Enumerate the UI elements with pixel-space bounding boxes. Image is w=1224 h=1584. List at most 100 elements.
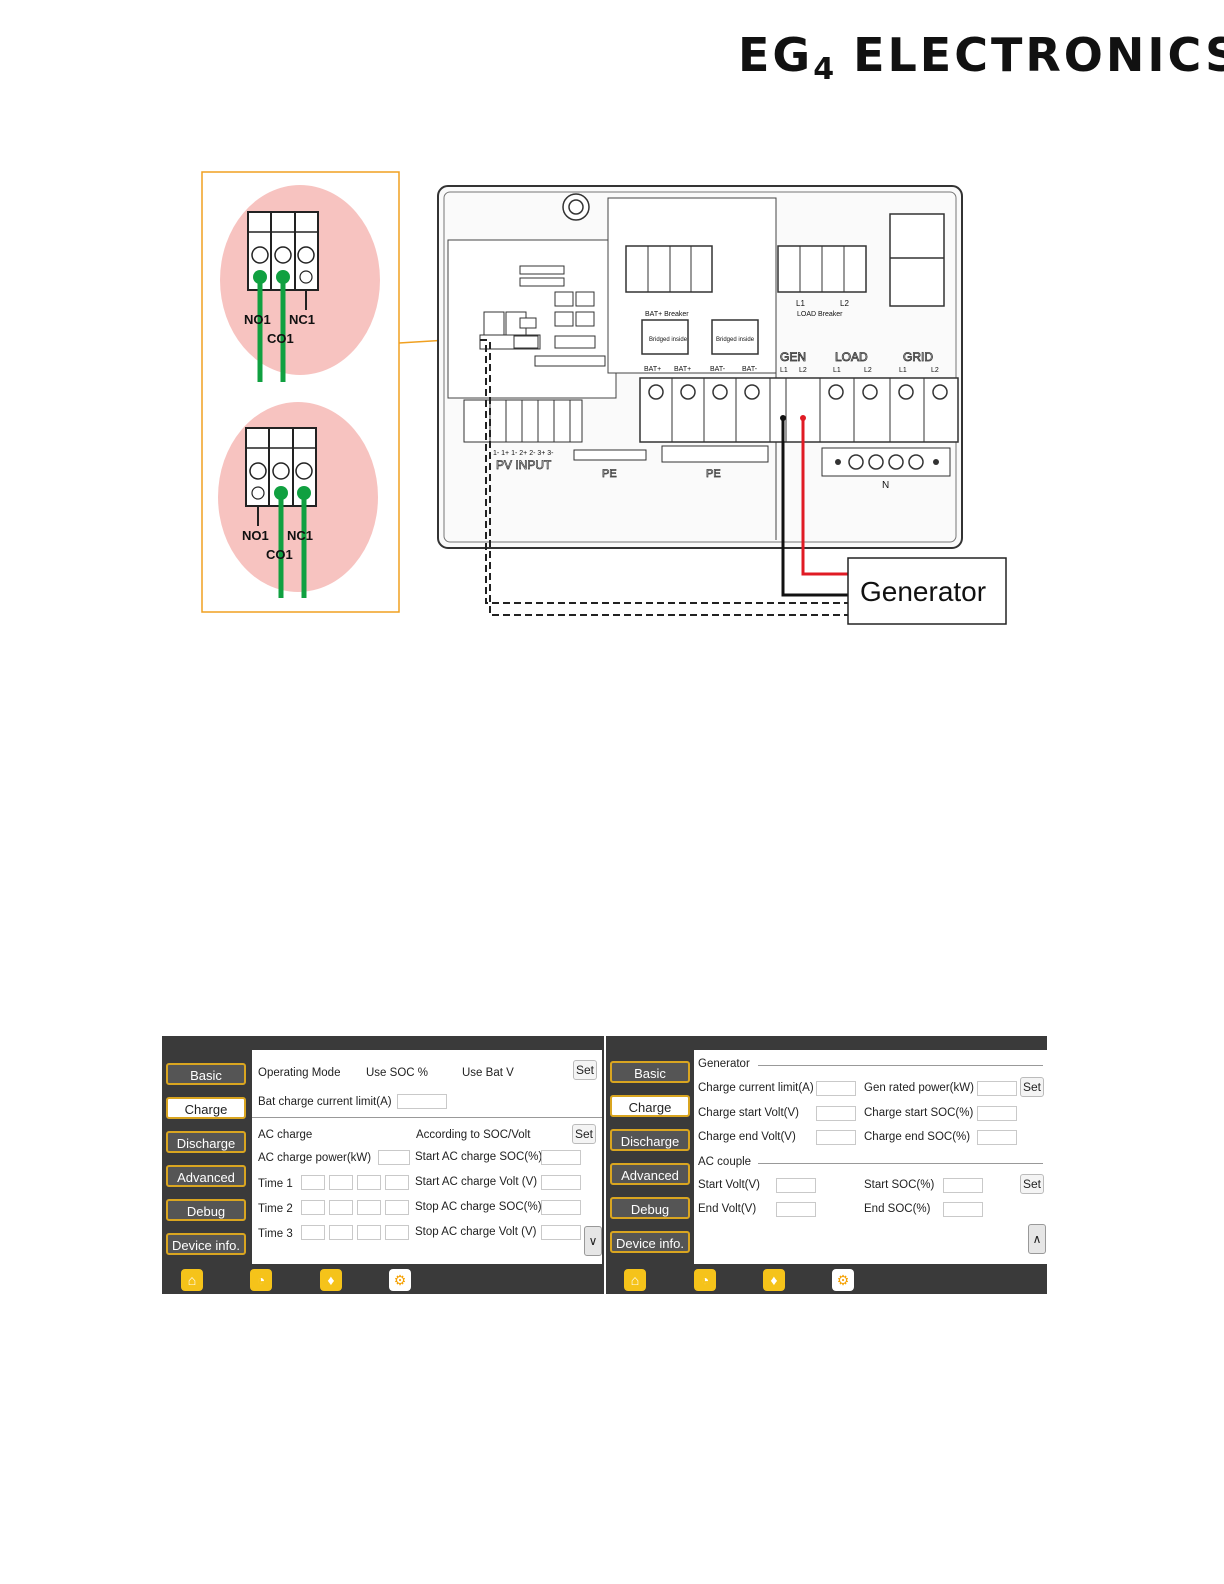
end-volt-label: End Volt(V) [698,1203,757,1215]
pie-chart-icon[interactable]: ◔ [694,1269,716,1291]
charge-current-limit-input[interactable] [816,1081,856,1096]
chevron-up-icon: ∧ [1032,1232,1042,1246]
start-soc-label: Start SOC(%) [864,1179,935,1191]
bat-charge-limit-label: Bat charge current limit(A) [258,1096,392,1108]
time-2-start-minute[interactable] [329,1200,353,1215]
time-2-end-hour[interactable] [357,1200,381,1215]
set-button[interactable]: Set [573,1060,597,1080]
time-2-end-minute[interactable] [385,1200,409,1215]
company-logo: EG4 ELECTRONICS [738,28,1224,87]
generator-settings-screen: Basic Charge Discharge Advanced Debug De… [606,1036,1047,1294]
n-label: N [882,480,889,491]
nav-discharge[interactable]: Discharge [610,1129,690,1151]
bell-icon[interactable]: ♦ [763,1269,785,1291]
scroll-down-button[interactable]: ∨ [584,1226,602,1256]
generator-black-wire [781,418,848,597]
charge-end-volt-input[interactable] [816,1130,856,1145]
time-3-end-minute[interactable] [385,1225,409,1240]
charge-current-limit-label: Charge current limit(A) [698,1082,814,1094]
pe-label-1: PE [602,468,617,480]
time-1-end-minute[interactable] [385,1175,409,1190]
logo-text-rest: ELECTRONICS [834,28,1224,82]
time-1-start-hour[interactable] [301,1175,325,1190]
set-button[interactable]: Set [1020,1077,1044,1097]
bat-charge-limit-input[interactable] [397,1094,447,1109]
use-bat-v-option[interactable]: Use Bat V [462,1067,514,1079]
time-2-start-hour[interactable] [301,1200,325,1215]
nav-debug[interactable]: Debug [166,1199,246,1221]
start-soc-input[interactable] [943,1178,983,1193]
end-soc-input[interactable] [943,1202,983,1217]
nav-device-info[interactable]: Device info. [610,1231,690,1253]
charge-start-volt-input[interactable] [816,1106,856,1121]
scroll-up-button[interactable]: ∧ [1028,1224,1046,1254]
charge-end-volt-label: Charge end Volt(V) [698,1131,796,1143]
nav-charge[interactable]: Charge [610,1095,690,1117]
dry-contact-wire-1 [480,339,848,604]
charge-start-soc-input[interactable] [977,1106,1017,1121]
time-3-start-minute[interactable] [329,1225,353,1240]
relay-bottom-nc-label: NC1 [287,528,313,543]
start-volt-input[interactable] [776,1178,816,1193]
charge-end-soc-input[interactable] [977,1130,1017,1145]
load-l1-label: L1 [833,367,841,374]
home-icon[interactable]: ⌂ [181,1269,203,1291]
nav-advanced[interactable]: Advanced [610,1163,690,1185]
start-ac-charge-soc-input[interactable] [541,1150,581,1165]
chevron-down-icon: ∨ [588,1234,598,1248]
generator-label: Generator [860,576,986,607]
relay-top-block [247,211,319,382]
nav-debug[interactable]: Debug [610,1197,690,1219]
time-1-start-minute[interactable] [329,1175,353,1190]
nav-discharge[interactable]: Discharge [166,1131,246,1153]
end-soc-label: End SOC(%) [864,1203,931,1215]
according-soc-volt-option[interactable]: According to SOC/Volt [416,1129,531,1141]
set-button[interactable]: Set [1020,1174,1044,1194]
pv-terminal-labels: 1- 1+ 1- 2+ 2- 3+ 3- [493,450,554,457]
use-soc-option[interactable]: Use SOC % [366,1067,428,1079]
nav-advanced[interactable]: Advanced [166,1165,246,1187]
ac-charge-power-label: AC charge power(kW) [258,1152,372,1164]
breaker-l2-label: L2 [840,299,849,308]
home-icon[interactable]: ⌂ [624,1269,646,1291]
pe-label-2: PE [706,468,721,480]
logo-text: EG [738,28,814,82]
bat-label-4: BAT- [742,366,758,373]
stop-ac-charge-soc-label: Stop AC charge SOC(%) [415,1201,542,1213]
nav-charge[interactable]: Charge [166,1097,246,1119]
generator-box [847,557,1007,625]
end-volt-input[interactable] [776,1202,816,1217]
start-ac-charge-volt-input[interactable] [541,1175,581,1190]
gear-icon[interactable]: ⚙ [389,1269,411,1291]
logo-sub: 4 [813,52,835,87]
gen-label: GEN [780,350,806,364]
relay-top-nc-label: NC1 [289,312,315,327]
grid-l2-label: L2 [931,367,939,374]
nav-device-info[interactable]: Device info. [166,1233,246,1255]
bottom-tab-bar: ⌂ ◔ ♦ ⚙ [162,1264,604,1294]
charge-end-soc-label: Charge end SOC(%) [864,1131,971,1143]
time-3-end-hour[interactable] [357,1225,381,1240]
charge-start-volt-label: Charge start Volt(V) [698,1107,799,1119]
pie-chart-icon[interactable]: ◔ [250,1269,272,1291]
time-3-start-hour[interactable] [301,1225,325,1240]
screen-top-bar [162,1036,604,1050]
charge-start-soc-label: Charge start SOC(%) [864,1107,974,1119]
ac-couple-section-label: AC couple [698,1156,752,1168]
start-ac-charge-soc-label: Start AC charge SOC(%) [415,1151,543,1163]
nav-basic[interactable]: Basic [166,1063,246,1085]
time-2-label: Time 2 [258,1203,293,1215]
nav-basic[interactable]: Basic [610,1061,690,1083]
stop-ac-charge-soc-input[interactable] [541,1200,581,1215]
time-1-end-hour[interactable] [357,1175,381,1190]
bell-icon[interactable]: ♦ [320,1269,342,1291]
stop-ac-charge-volt-input[interactable] [541,1225,581,1240]
ac-charge-power-input[interactable] [378,1150,410,1165]
wiring-diagram: NO1 NC1 CO1 NO1 NC1 CO1 [201,171,1007,625]
operating-mode-label: Operating Mode [258,1067,341,1079]
bridged-label-2: Bridged inside [716,337,755,343]
set-button[interactable]: Set [572,1124,596,1144]
start-ac-charge-volt-label: Start AC charge Volt (V) [415,1176,538,1188]
gen-rated-power-input[interactable] [977,1081,1017,1096]
gear-icon[interactable]: ⚙ [832,1269,854,1291]
